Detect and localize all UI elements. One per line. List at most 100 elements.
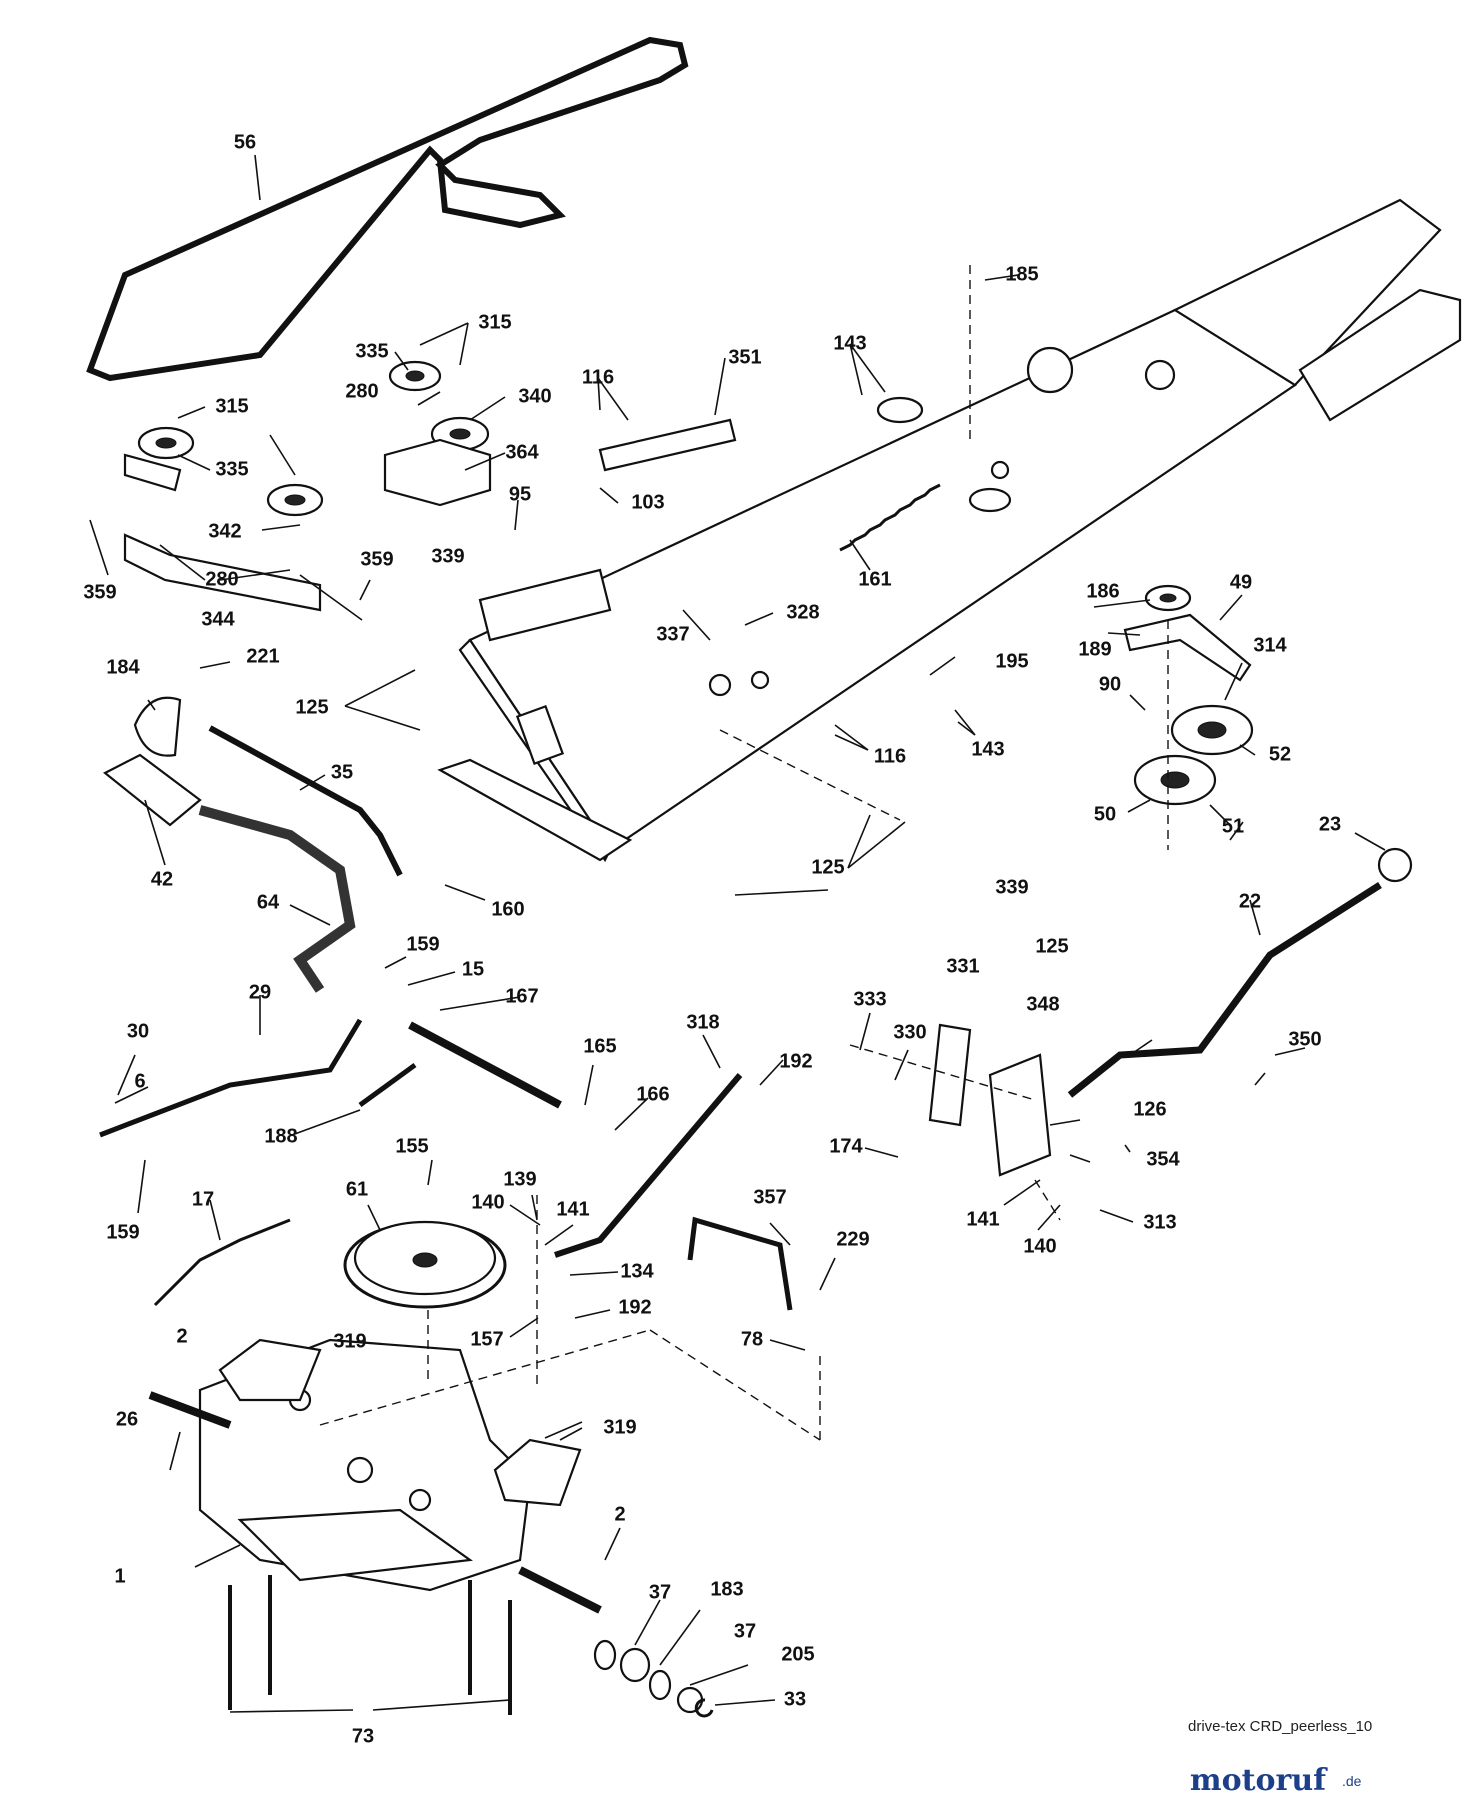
part-label: 331 bbox=[946, 955, 979, 977]
part-label: 116 bbox=[582, 366, 614, 388]
part-label: 2 bbox=[176, 1325, 187, 1347]
spring-161 bbox=[839, 483, 941, 552]
knob-184 bbox=[133, 696, 182, 757]
part-label: 280 bbox=[205, 568, 238, 590]
part-label: 78 bbox=[741, 1328, 763, 1350]
bracket-319b bbox=[493, 1438, 582, 1507]
part-label: 315 bbox=[215, 395, 248, 417]
part-label: 17 bbox=[192, 1188, 214, 1210]
part-label: 2 bbox=[614, 1503, 625, 1525]
part-label: 125 bbox=[1035, 935, 1068, 957]
part-label: 359 bbox=[83, 581, 116, 603]
pulley-52 bbox=[1170, 704, 1254, 756]
part-label: 350 bbox=[1288, 1028, 1321, 1050]
part-label: 205 bbox=[781, 1643, 814, 1665]
part-label: 161 bbox=[858, 568, 891, 590]
rod-35 bbox=[208, 725, 403, 877]
transaxle-1 bbox=[148, 1338, 602, 1614]
part-label: 159 bbox=[106, 1221, 139, 1243]
part-label: 319 bbox=[603, 1416, 636, 1438]
part-label: 35 bbox=[331, 761, 353, 783]
part-label: 337 bbox=[656, 623, 689, 645]
part-label: 125 bbox=[811, 856, 844, 878]
part-label: 141 bbox=[556, 1198, 589, 1220]
part-label: 95 bbox=[509, 483, 531, 505]
idler-pulley-335a bbox=[137, 426, 195, 460]
part-label: 33 bbox=[784, 1688, 806, 1710]
watermark-logo: motoruf .de bbox=[1190, 1763, 1362, 1798]
drawing-id: drive-tex CRD_peerless_10 bbox=[1188, 1718, 1372, 1735]
part-label: 314 bbox=[1253, 634, 1287, 656]
part-label: 157 bbox=[470, 1328, 503, 1350]
part-label: 357 bbox=[753, 1186, 786, 1208]
ring-23 bbox=[1377, 847, 1413, 883]
part-label: 50 bbox=[1094, 803, 1116, 825]
part-label: 335 bbox=[215, 458, 248, 480]
part-label: 160 bbox=[491, 898, 524, 920]
part-label: 49 bbox=[1230, 571, 1252, 593]
part-label: 328 bbox=[786, 601, 819, 623]
shaft-167 bbox=[408, 1021, 562, 1109]
part-label: 125 bbox=[295, 696, 328, 718]
idler-pulley-335b bbox=[266, 483, 324, 517]
part-label: 56 bbox=[234, 131, 256, 153]
part-label: 354 bbox=[1146, 1148, 1180, 1170]
part-label: 192 bbox=[779, 1050, 812, 1072]
part-label: 143 bbox=[833, 332, 866, 354]
part-label: 155 bbox=[395, 1135, 428, 1157]
part-label: 330 bbox=[893, 1021, 926, 1043]
part-label: 90 bbox=[1099, 673, 1121, 695]
lever-64 bbox=[198, 805, 356, 993]
pulley-bracket-344 bbox=[123, 533, 322, 612]
part-label: 23 bbox=[1319, 813, 1341, 835]
part-label: 183 bbox=[710, 1578, 743, 1600]
part-label: 174 bbox=[829, 1135, 863, 1157]
part-label: 318 bbox=[686, 1011, 719, 1033]
leader-lines bbox=[89, 154, 1386, 1713]
rod-318 bbox=[554, 1073, 743, 1258]
part-label: 26 bbox=[116, 1408, 138, 1430]
part-label: 1 bbox=[114, 1565, 125, 1587]
link-188 bbox=[358, 1062, 417, 1108]
pulley-50 bbox=[1133, 754, 1217, 806]
bracket-357 bbox=[687, 1216, 793, 1311]
part-label: 166 bbox=[636, 1083, 669, 1105]
washer-37a bbox=[593, 1639, 617, 1671]
part-label: 339 bbox=[431, 545, 464, 567]
idler-pulley-335c bbox=[388, 360, 442, 392]
part-label: 342 bbox=[208, 520, 241, 542]
pulley-186 bbox=[1144, 584, 1192, 612]
part-label: 221 bbox=[246, 645, 279, 667]
svg-text:motoruf: motoruf bbox=[1190, 1763, 1328, 1798]
part-label: 37 bbox=[734, 1620, 756, 1642]
part-label: 280 bbox=[345, 380, 378, 402]
part-label: 134 bbox=[620, 1260, 654, 1282]
lever-331 bbox=[928, 1023, 972, 1127]
chassis-frame bbox=[437, 198, 1462, 863]
part-label: 141 bbox=[966, 1208, 999, 1230]
part-label: 195 bbox=[995, 650, 1028, 672]
part-label: 192 bbox=[618, 1296, 651, 1318]
part-label: 351 bbox=[728, 346, 761, 368]
clip-33 bbox=[694, 1698, 714, 1718]
part-label: 140 bbox=[471, 1191, 504, 1213]
washer-37b bbox=[648, 1669, 672, 1701]
pulley-bracket-342 bbox=[123, 453, 182, 492]
part-label: 52 bbox=[1269, 743, 1291, 765]
part-label: 126 bbox=[1133, 1098, 1166, 1120]
plate-348 bbox=[988, 1053, 1052, 1177]
part-label: 229 bbox=[836, 1228, 869, 1250]
part-label: 116 bbox=[874, 745, 906, 767]
part-label: 167 bbox=[505, 985, 538, 1007]
part-label: 348 bbox=[1026, 993, 1059, 1015]
part-label: 335 bbox=[355, 340, 388, 362]
washer-205 bbox=[676, 1686, 704, 1714]
part-label: 37 bbox=[649, 1581, 671, 1603]
part-label: 51 bbox=[1222, 815, 1244, 837]
part-label: 333 bbox=[853, 988, 886, 1010]
svg-text:.de: .de bbox=[1342, 1773, 1362, 1789]
part-label: 61 bbox=[346, 1178, 368, 1200]
part-label: 340 bbox=[518, 385, 551, 407]
bushing-183 bbox=[619, 1647, 651, 1683]
